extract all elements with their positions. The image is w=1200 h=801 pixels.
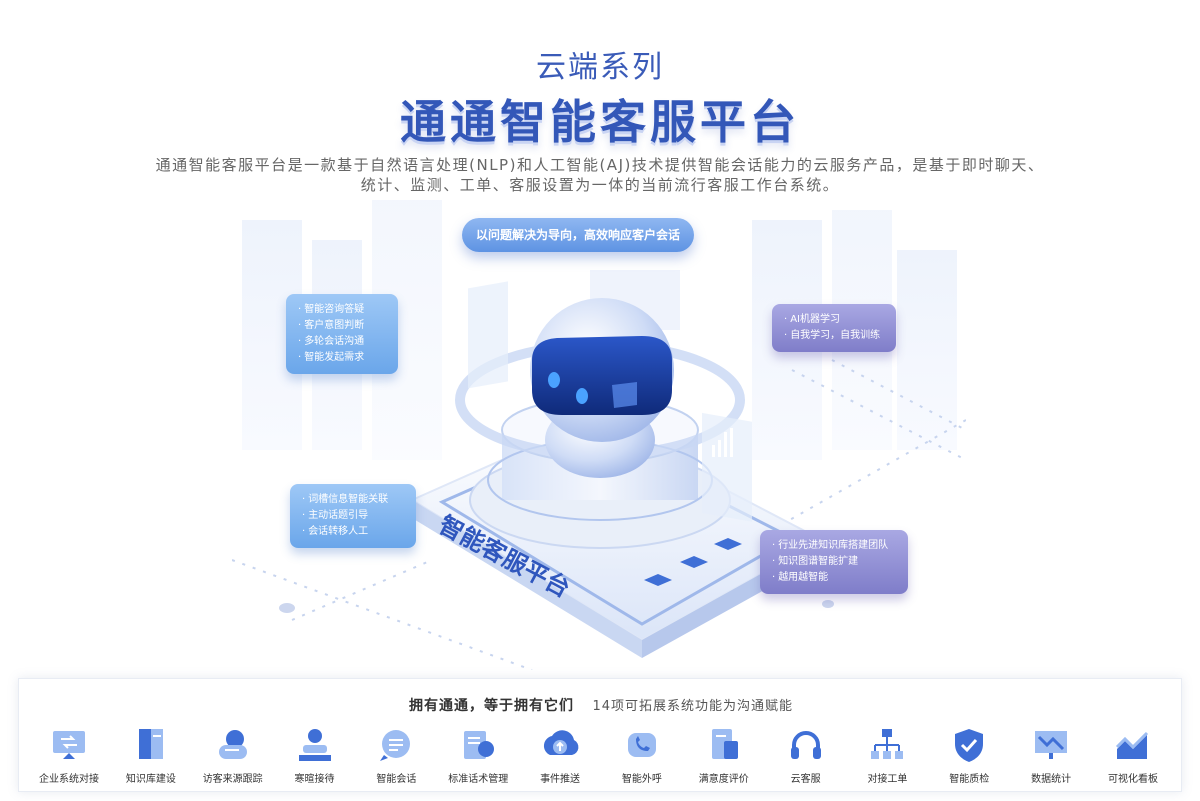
event-push-icon [540, 725, 580, 765]
feature-item[interactable]: 云客服 [766, 725, 846, 785]
smart-chat-icon [376, 725, 416, 765]
dashboard-chart-icon [1113, 725, 1153, 765]
feature-item[interactable]: 知识库建设 [111, 725, 191, 785]
feature-item[interactable]: 寒暄接待 [275, 725, 355, 785]
feature-item[interactable]: 数据统计 [1011, 725, 1091, 785]
top-speech-bubble: 以问题解决为导向，高效响应客户会话 [462, 218, 695, 252]
headset-icon [786, 725, 826, 765]
features-heading: 拥有通通，等于拥有它们 14项可拓展系统功能为沟通赋能 [19, 695, 1183, 715]
outbound-call-icon [622, 725, 662, 765]
right-bottom-speech-bubble: 行业先进知识库搭建团队 知识图谱智能扩建 越用越智能 [760, 530, 908, 594]
bubble-item: 词槽信息智能关联 [302, 492, 404, 508]
feature-label: 满意度评价 [698, 774, 749, 785]
satisfaction-icon [704, 725, 744, 765]
feature-label: 可视化看板 [1107, 774, 1158, 785]
bubble-item: 客户意图判断 [298, 318, 386, 334]
bubble-item: 智能发起需求 [298, 350, 386, 366]
statistics-icon [1031, 725, 1071, 765]
feature-label: 智能外呼 [621, 774, 662, 785]
knowledge-base-icon [131, 725, 171, 765]
feature-item[interactable]: 对接工单 [847, 725, 927, 785]
bubble-item: 多轮会话沟通 [298, 334, 386, 350]
quality-check-icon [949, 725, 989, 765]
feature-label: 云客服 [790, 774, 821, 785]
left-bottom-speech-bubble: 词槽信息智能关联 主动话题引导 会话转移人工 [290, 484, 416, 548]
feature-item[interactable]: 标准话术管理 [438, 725, 518, 785]
feature-label: 对接工单 [867, 774, 908, 785]
features-panel: 拥有通通，等于拥有它们 14项可拓展系统功能为沟通赋能 企业系统对接 知识库建设 访… [18, 678, 1182, 792]
feature-item[interactable]: 访客来源跟踪 [193, 725, 273, 785]
feature-list: 企业系统对接 知识库建设 访客来源跟踪 寒暄接待 智能会话 标准话术管理 事件推送 智能外呼 满… [29, 725, 1173, 785]
ticket-icon [867, 725, 907, 765]
feature-label: 标准话术管理 [448, 774, 509, 785]
bubble-item: AI机器学习 [784, 312, 884, 328]
feature-label: 智能会话 [376, 774, 417, 785]
bubble-item: 智能咨询答疑 [298, 302, 386, 318]
right-top-speech-bubble: AI机器学习 自我学习，自我训练 [772, 304, 896, 352]
feature-label: 智能质检 [949, 774, 990, 785]
feature-item[interactable]: 智能会话 [356, 725, 436, 785]
visitor-tracking-icon [213, 725, 253, 765]
platform-illustration: 智能客服平台 以问题解决为导向，高效响应客户会话 智能咨询答疑 客户意图判断 多… [232, 200, 966, 670]
bubble-item: 会话转移人工 [302, 524, 404, 540]
robot-platform-graphic: 智能客服平台 [232, 200, 966, 670]
series-title: 云端系列 [536, 50, 664, 85]
feature-item[interactable]: 满意度评价 [684, 725, 764, 785]
bubble-item: 知识图谱智能扩建 [772, 554, 896, 570]
feature-item[interactable]: 智能质检 [929, 725, 1009, 785]
feature-label: 企业系统对接 [39, 774, 99, 785]
bubble-item: 主动话题引导 [302, 508, 404, 524]
features-heading-main: 拥有通通，等于拥有它们 [409, 698, 574, 714]
feature-label: 知识库建设 [125, 774, 176, 785]
feature-item[interactable]: 事件推送 [520, 725, 600, 785]
feature-label: 寒暄接待 [294, 774, 335, 785]
feature-label: 事件推送 [540, 774, 581, 785]
script-management-icon [458, 725, 498, 765]
left-top-speech-bubble: 智能咨询答疑 客户意图判断 多轮会话沟通 智能发起需求 [286, 294, 398, 374]
system-connect-icon [49, 725, 89, 765]
feature-item[interactable]: 企业系统对接 [29, 725, 109, 785]
bubble-item: 越用越智能 [772, 570, 896, 586]
feature-item[interactable]: 智能外呼 [602, 725, 682, 785]
page-title: 通通智能客服平台 [400, 95, 800, 149]
bubble-item: 行业先进知识库搭建团队 [772, 538, 896, 554]
feature-label: 数据统计 [1031, 774, 1072, 785]
feature-item[interactable]: 可视化看板 [1093, 725, 1173, 785]
bubble-item: 自我学习，自我训练 [784, 328, 884, 344]
features-heading-sub: 14项可拓展系统功能为沟通赋能 [592, 699, 793, 714]
product-description: 通通智能客服平台是一款基于自然语言处理(NLP)和人工智能(AJ)技术提供智能会… [155, 156, 1045, 194]
feature-label: 访客来源跟踪 [202, 774, 263, 785]
greeting-icon [295, 725, 335, 765]
top-bubble-text: 以问题解决为导向，高效响应客户会话 [476, 228, 681, 242]
